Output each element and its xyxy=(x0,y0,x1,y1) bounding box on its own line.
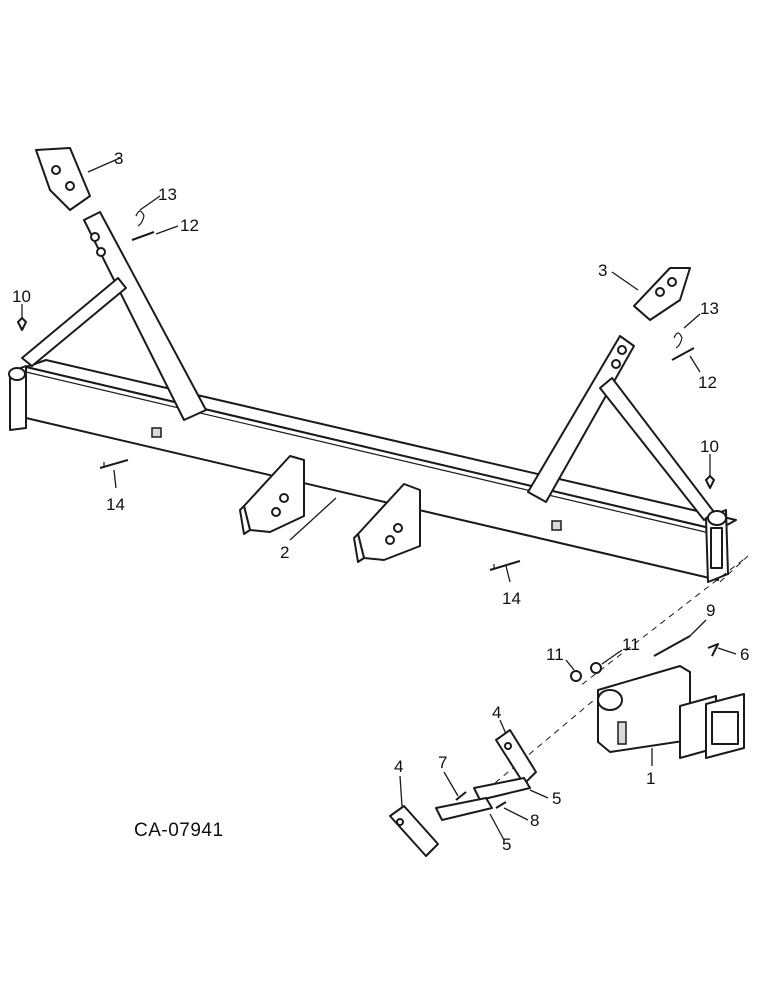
washer-left xyxy=(570,670,582,682)
top-plate-right xyxy=(633,267,691,321)
callout-12-left: 12 xyxy=(180,216,199,235)
washer-right xyxy=(590,662,602,674)
pin-9 xyxy=(653,635,691,657)
plate-4-upper xyxy=(495,729,537,785)
callout-11-right: 11 xyxy=(622,635,640,654)
callout-4-upper: 4 xyxy=(492,703,501,722)
drawing-code: CA-07941 xyxy=(134,820,224,841)
pin-7 xyxy=(455,791,467,801)
callout-13-left: 13 xyxy=(158,185,177,204)
hitch-receiver xyxy=(597,665,745,759)
callout-3-left: 3 xyxy=(114,149,123,168)
grease-fitting-left xyxy=(17,317,27,331)
explosion-line-1 xyxy=(579,555,749,687)
right-end-post xyxy=(705,509,729,583)
plate-4-lower xyxy=(389,805,439,857)
callout-12-right: 12 xyxy=(698,373,717,392)
callout-9: 9 xyxy=(706,601,715,620)
grease-fitting-right xyxy=(705,475,715,489)
callout-5-lower: 5 xyxy=(502,835,511,854)
callout-14-left: 14 xyxy=(106,495,125,514)
callout-5-upper: 5 xyxy=(552,789,561,808)
callout-2: 2 xyxy=(280,543,289,562)
callout-7: 7 xyxy=(438,753,447,772)
callout-3-right: 3 xyxy=(598,261,607,280)
leader-lines xyxy=(21,157,737,841)
callout-10-right: 10 xyxy=(700,437,719,456)
left-a-frame xyxy=(21,211,207,421)
callout-4-lower: 4 xyxy=(394,757,403,776)
left-end-post xyxy=(8,365,27,431)
callout-13-right: 13 xyxy=(700,299,719,318)
clip-6 xyxy=(707,643,719,657)
callout-1: 1 xyxy=(646,769,655,788)
pin-right xyxy=(489,560,521,571)
clevis-pin-left xyxy=(131,210,155,241)
link-5-upper xyxy=(473,777,531,801)
hitch-bracket-right xyxy=(353,483,421,563)
link-5-lower xyxy=(435,797,493,821)
callout-14-right: 14 xyxy=(502,589,521,608)
pin-8 xyxy=(495,801,507,809)
main-beam xyxy=(25,359,737,581)
hitch-bracket-left xyxy=(239,455,305,535)
callout-8: 8 xyxy=(530,811,539,830)
callout-11-left: 11 xyxy=(546,645,564,664)
callout-10-left: 10 xyxy=(12,287,31,306)
top-plate-left xyxy=(35,147,91,211)
clevis-pin-right xyxy=(671,332,695,361)
pin-left xyxy=(99,459,129,469)
callout-6: 6 xyxy=(740,645,749,664)
